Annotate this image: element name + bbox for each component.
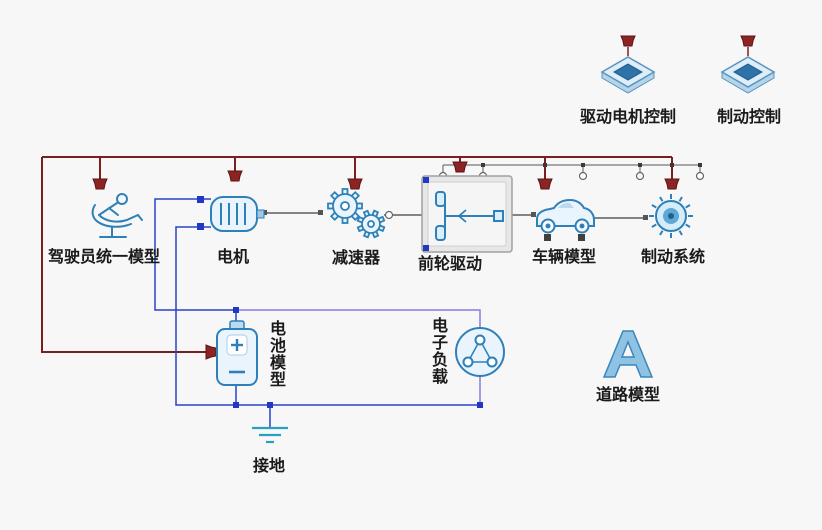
electronic-load-block[interactable] xyxy=(455,327,505,377)
road-icon xyxy=(602,330,654,378)
drive-motor-control-block[interactable] xyxy=(601,56,655,94)
label-front-drive: 前轮驱动 xyxy=(417,256,483,273)
label-electronic-load: 电子负载 xyxy=(429,317,446,385)
axle-drivetrain-icon xyxy=(435,191,504,241)
bus-terminal-icon[interactable] xyxy=(227,170,243,182)
battery-block[interactable] xyxy=(216,320,258,386)
electrical-wires-alt xyxy=(236,309,481,405)
driver-person-icon xyxy=(91,193,143,238)
bus-terminal-icon[interactable] xyxy=(537,178,553,190)
road-model-block[interactable] xyxy=(602,330,654,378)
ground-icon xyxy=(252,426,288,444)
brake-control-block[interactable] xyxy=(721,56,775,94)
bus-terminal-icon[interactable] xyxy=(452,161,468,173)
front-drive-pin[interactable] xyxy=(423,245,429,251)
brake-system-block[interactable] xyxy=(649,194,693,238)
label-ground: 接地 xyxy=(252,458,286,475)
ground-block[interactable] xyxy=(252,426,288,444)
gears-icon xyxy=(327,188,386,239)
motor-icon xyxy=(210,196,265,232)
vehicle-flange-pin[interactable] xyxy=(578,234,585,241)
circuit-board-icon xyxy=(721,56,775,94)
label-driver-model: 驾驶员统一模型 xyxy=(47,249,161,266)
front-drive-panel xyxy=(427,181,507,247)
battery-icon xyxy=(216,320,258,386)
motor-pin-positive[interactable] xyxy=(197,196,204,203)
label-reducer: 减速器 xyxy=(331,250,381,267)
brake-warning-icon xyxy=(649,194,693,238)
label-road-model: 道路模型 xyxy=(595,387,661,404)
car-icon xyxy=(536,198,595,234)
bus-terminal-icon[interactable] xyxy=(205,344,217,360)
label-motor: 电机 xyxy=(216,249,250,266)
power-bus-wires xyxy=(41,47,749,353)
label-drive-motor-control: 驱动电机控制 xyxy=(579,109,677,126)
bus-terminal-icon[interactable] xyxy=(664,178,680,190)
vehicle-model-block[interactable] xyxy=(536,198,595,241)
bus-terminal-icon[interactable] xyxy=(92,178,108,190)
reducer-block[interactable] xyxy=(327,188,386,239)
bus-terminal-icon[interactable] xyxy=(740,35,756,47)
bus-terminal-icon[interactable] xyxy=(620,35,636,47)
circuit-board-icon xyxy=(601,56,655,94)
driver-model-block[interactable] xyxy=(91,193,143,238)
bus-terminal-icon[interactable] xyxy=(347,178,363,190)
delta-load-icon xyxy=(455,327,505,377)
label-vehicle-model: 车辆模型 xyxy=(531,249,597,266)
label-brake-control: 制动控制 xyxy=(716,109,782,126)
label-brake-system: 制动系统 xyxy=(640,249,706,266)
motor-block[interactable] xyxy=(197,196,265,232)
motor-pin-negative[interactable] xyxy=(197,223,204,230)
label-battery-model: 电池模型 xyxy=(267,320,284,388)
front-drive-block[interactable] xyxy=(421,175,513,253)
vehicle-flange-pin[interactable] xyxy=(544,234,551,241)
front-drive-pin[interactable] xyxy=(423,177,429,183)
